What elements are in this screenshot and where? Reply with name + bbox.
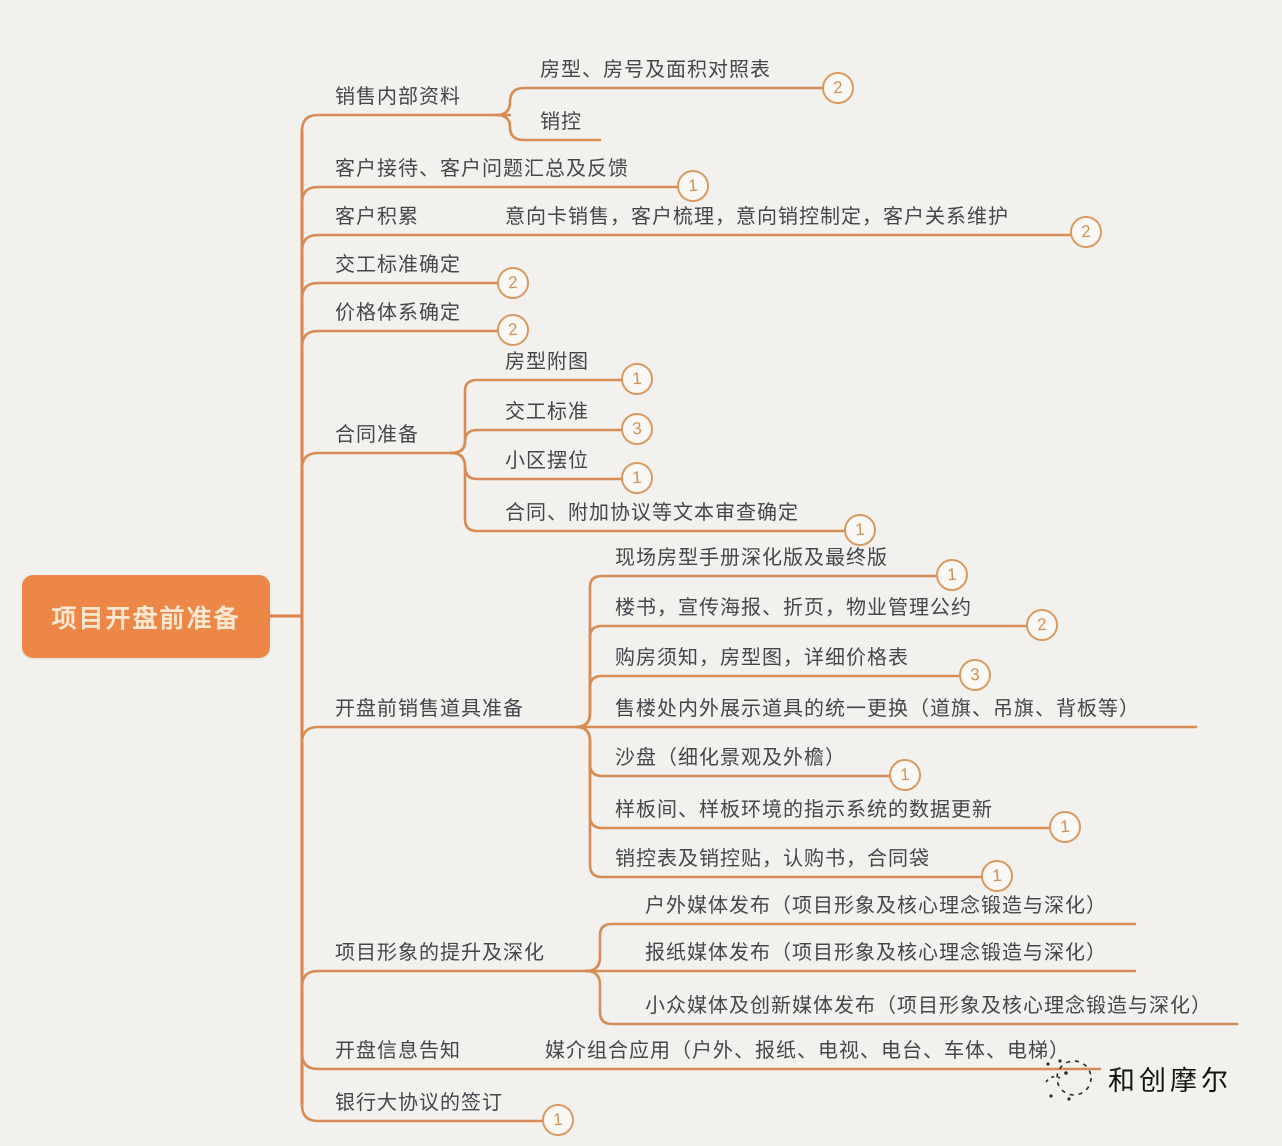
child-contract-review: 合同、附加协议等文本审查确定 xyxy=(505,502,799,524)
branch-customer-accumulation-detail: 意向卡销售，客户梳理，意向销控制定，客户关系维护 xyxy=(505,206,1009,228)
root-node-label: 项目开盘前准备 xyxy=(51,604,241,633)
child-sales-control-docs: 销控表及销控贴，认购书，合同袋 xyxy=(615,848,930,870)
watermark-text: 和创摩尔 xyxy=(1108,1065,1232,1096)
child-sales-control: 销控 xyxy=(540,111,582,133)
root-node: 项目开盘前准备 xyxy=(22,575,270,658)
child-niche-media: 小众媒体及创新媒体发布（项目形象及核心理念锻造与深化） xyxy=(645,995,1212,1017)
branch-customer-accumulation: 客户积累 xyxy=(335,206,419,228)
child-newspaper-media: 报纸媒体发布（项目形象及核心理念锻造与深化） xyxy=(645,942,1107,964)
branch-handover-standard: 交工标准确定 xyxy=(335,254,461,276)
branch-sales-props: 开盘前销售道具准备 xyxy=(335,698,524,720)
watermark: 和创摩尔 xyxy=(1036,1052,1232,1104)
child-room-manual: 现场房型手册深化版及最终版 xyxy=(615,547,888,569)
child-handover-standard: 交工标准 xyxy=(505,401,589,423)
child-room-type-table: 房型、房号及面积对照表 xyxy=(540,59,771,81)
branch-sales-internal-docs: 销售内部资料 xyxy=(335,86,461,108)
branch-opening-info: 开盘信息告知 xyxy=(335,1040,461,1062)
child-purchase-notes: 购房须知，房型图，详细价格表 xyxy=(615,647,909,669)
child-room-type-attachment: 房型附图 xyxy=(505,351,589,373)
branch-opening-info-detail: 媒介组合应用（户外、报纸、电视、电台、车体、电梯） xyxy=(545,1040,1070,1062)
child-sand-table: 沙盘（细化景观及外檐） xyxy=(615,747,846,769)
child-model-room-signs: 样板间、样板环境的指示系统的数据更新 xyxy=(615,799,993,821)
child-outdoor-media: 户外媒体发布（项目形象及核心理念锻造与深化） xyxy=(645,895,1107,917)
child-display-props: 售楼处内外展示道具的统一更换（道旗、吊旗、背板等） xyxy=(615,698,1140,720)
branch-customer-reception: 客户接待、客户问题汇总及反馈 xyxy=(335,158,629,180)
branch-contract-preparation: 合同准备 xyxy=(335,424,419,446)
child-community-layout: 小区摆位 xyxy=(505,450,589,472)
branch-project-image: 项目形象的提升及深化 xyxy=(335,942,545,964)
child-brochures: 楼书，宣传海报、折页，物业管理公约 xyxy=(615,597,972,619)
branch-bank-agreement: 银行大协议的签订 xyxy=(335,1092,503,1114)
watermark-logo-icon xyxy=(1045,1059,1092,1101)
branch-price-system: 价格体系确定 xyxy=(335,302,461,324)
